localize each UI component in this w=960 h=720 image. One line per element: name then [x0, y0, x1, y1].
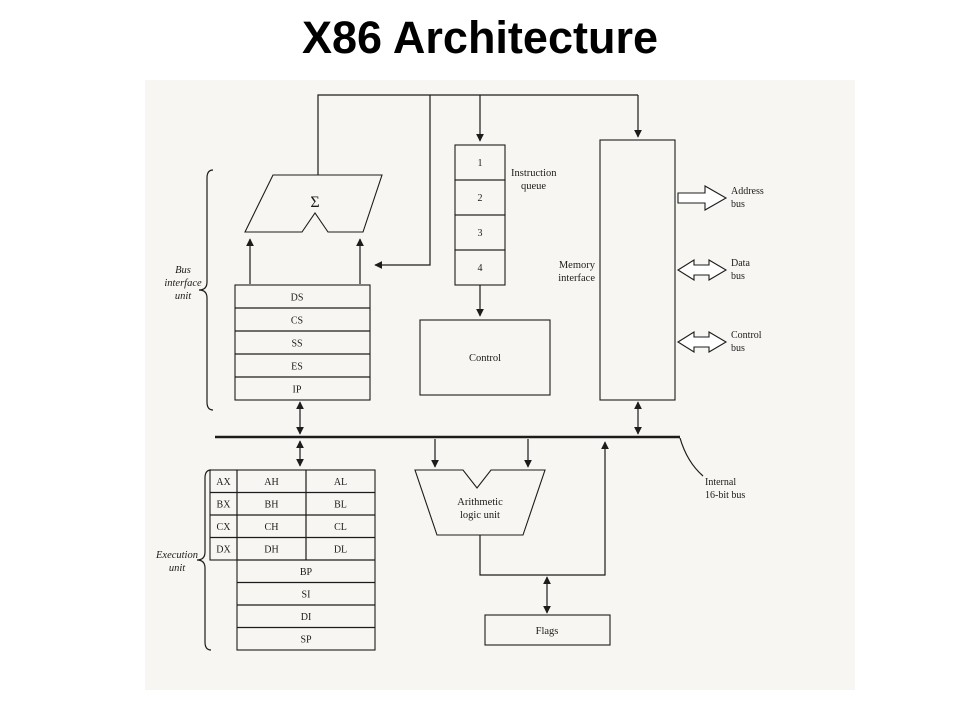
register-ah: AH [264, 477, 278, 488]
top-bus-line [317, 94, 638, 175]
segment-register-ss: SS [291, 339, 302, 350]
register-bh: BH [265, 500, 279, 511]
execution-unit-label-1: Execution [155, 550, 198, 561]
execution-unit-label-2: unit [169, 563, 186, 574]
memory-interface-label-2: interface [558, 273, 595, 284]
instruction-queue-label-2: queue [521, 181, 546, 192]
control-bus-label-1: Control [731, 330, 762, 341]
internal-bus-label-2: 16-bit bus [705, 490, 745, 501]
bus-interface-unit-label-2: interface [164, 278, 202, 289]
instruction-queue-label-1: Instruction [511, 168, 557, 179]
segment-register-row-lines [235, 307, 370, 378]
segment-register-cs: CS [291, 316, 303, 327]
segment-register-stack [234, 284, 371, 401]
segment-register-ip: IP [293, 385, 302, 396]
address-bus-arrow-icon [677, 185, 728, 211]
bus-interface-unit-brace [198, 169, 214, 411]
data-bus-label-2: bus [731, 271, 745, 282]
register-bl: BL [334, 500, 347, 511]
address-bus-label-1: Address [731, 186, 764, 197]
segment-register-ds: DS [291, 293, 304, 304]
flags-label: Flags [536, 626, 559, 637]
control-label: Control [469, 353, 501, 364]
address-bus-label-2: bus [731, 199, 745, 210]
execution-unit-brace [196, 469, 212, 651]
instruction-queue-slot-4: 4 [478, 263, 483, 274]
register-name-row-lines [210, 491, 237, 539]
register-bx: BX [217, 500, 232, 511]
register-cl: CL [334, 522, 347, 533]
register-sp: SP [300, 635, 312, 646]
instruction-queue-slot-3: 3 [478, 228, 483, 239]
alu-output-line [479, 441, 609, 576]
alu-shape [414, 469, 546, 536]
instruction-queue-slot-1: 1 [478, 158, 483, 169]
internal-bus-label-1: Internal [705, 477, 736, 488]
arrow-feedback-to-adder [374, 95, 431, 269]
alu-label-1: Arithmetic [457, 497, 503, 508]
register-bp: BP [300, 567, 313, 578]
cpu-architecture-diagram: Σ DS CS SS ES IP Bus interface unit 1 2 … [145, 80, 855, 690]
slide-title: X86 Architecture [302, 12, 658, 63]
register-al: AL [334, 477, 347, 488]
register-dh: DH [264, 545, 278, 556]
register-dx: DX [216, 545, 231, 556]
internal-bus-callout-line [679, 437, 704, 477]
memory-interface-label-1: Memory [559, 260, 596, 271]
sigma-adder-label: Σ [310, 194, 319, 211]
register-si: SI [302, 590, 311, 601]
register-dl: DL [334, 545, 347, 556]
register-di: DI [301, 612, 312, 623]
architecture-diagram-svg: Σ DS CS SS ES IP Bus interface unit 1 2 … [155, 94, 764, 651]
register-ch: CH [265, 522, 279, 533]
alu-label-2: logic unit [460, 510, 500, 521]
bus-interface-unit-label-1: Bus [175, 265, 191, 276]
register-cx: CX [217, 522, 232, 533]
memory-interface-box [599, 139, 676, 401]
register-ax: AX [216, 477, 231, 488]
data-bus-label-1: Data [731, 258, 750, 269]
address-adder-shape [244, 174, 383, 233]
segment-register-es: ES [291, 362, 303, 373]
flags-box [484, 614, 611, 646]
control-box [419, 319, 551, 396]
control-bus-arrow-icon [676, 331, 728, 353]
control-bus-label-2: bus [731, 343, 745, 354]
data-bus-arrow-icon [676, 259, 728, 281]
bus-interface-unit-label-3: unit [175, 291, 192, 302]
instruction-queue-slot-2: 2 [478, 193, 483, 204]
